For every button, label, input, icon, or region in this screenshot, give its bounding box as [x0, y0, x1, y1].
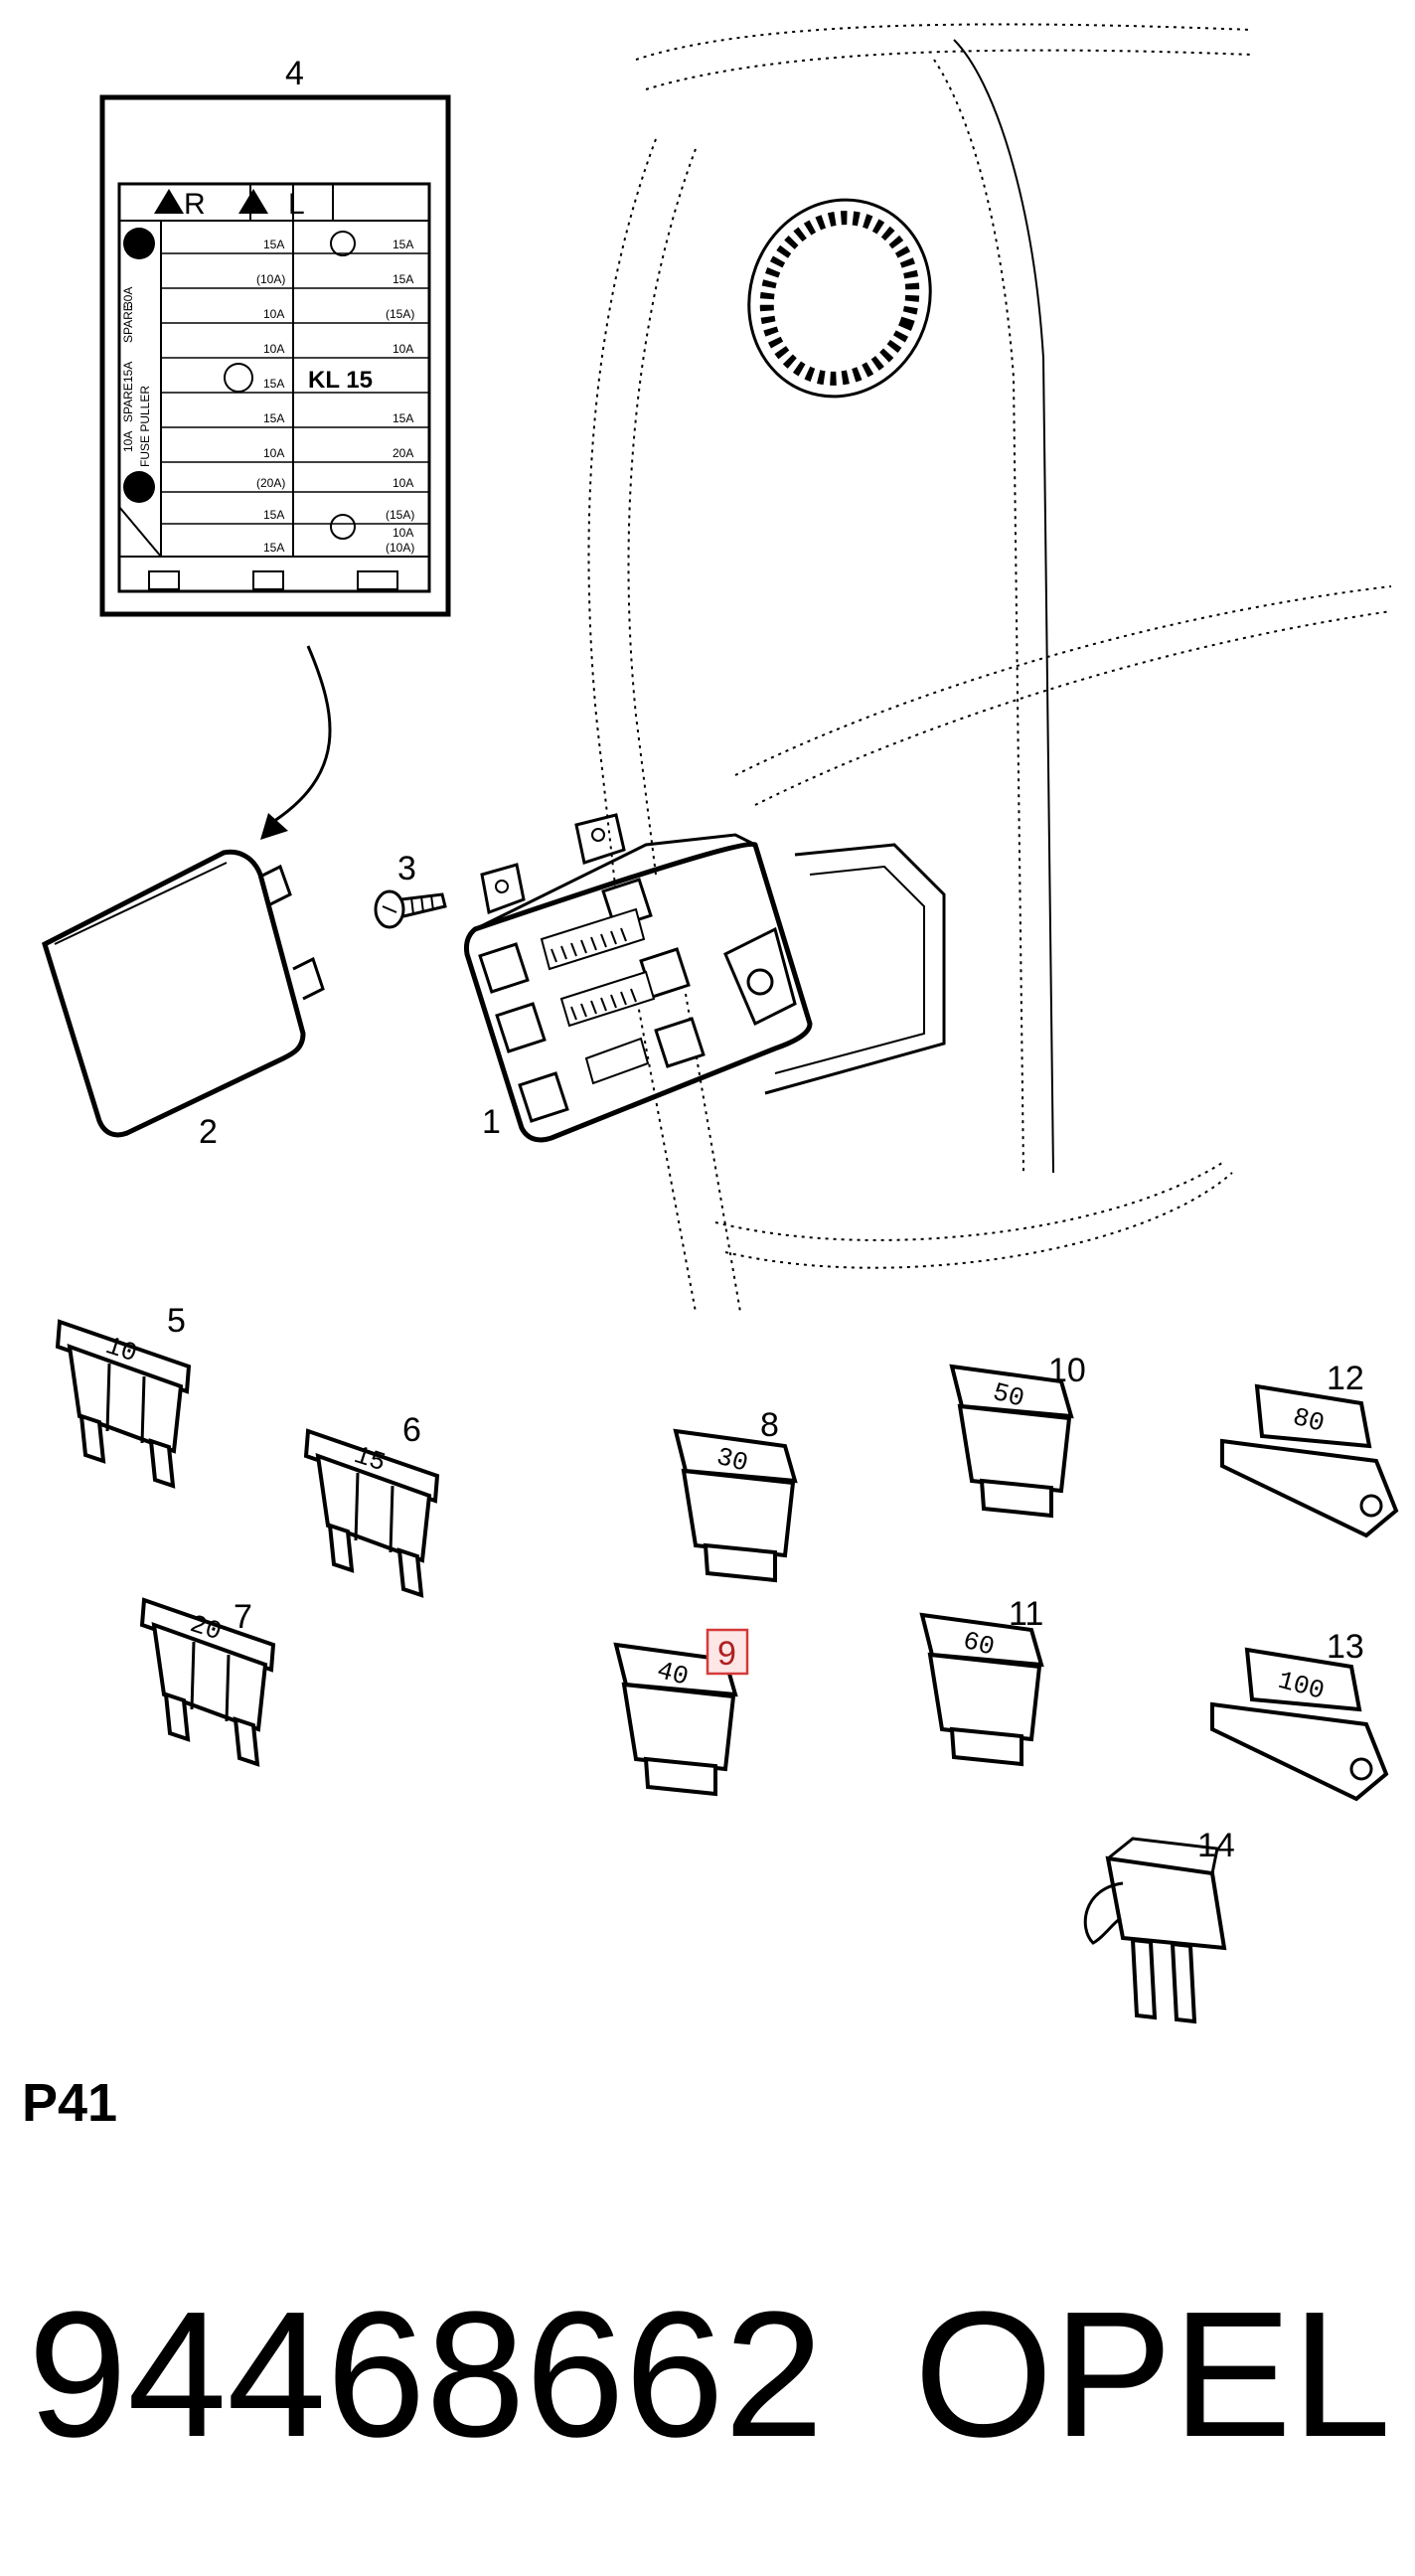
- rating: 15A: [393, 238, 413, 251]
- rating: 10A: [263, 342, 284, 356]
- callout-2: 2: [199, 1113, 218, 1151]
- page-code: P41: [22, 2073, 118, 2133]
- side-label: 15A: [121, 362, 135, 383]
- part-number: 94468662: [28, 2275, 824, 2475]
- chart-ratings: 15A 15A (10A) 15A 10A (15A) 10A 10A 15A …: [256, 238, 414, 555]
- car-body-outline: [587, 23, 1392, 1313]
- cover-icon: [41, 849, 325, 1138]
- maxi-fuse-icon: 60: [919, 1612, 1044, 1767]
- rating: 10A: [393, 476, 413, 490]
- rating: (10A): [386, 541, 414, 555]
- callout-12: 12: [1327, 1360, 1364, 1397]
- maxi-fuse-icon: 50: [949, 1364, 1074, 1519]
- callout-7: 7: [234, 1598, 252, 1636]
- rating: 15A: [393, 411, 413, 425]
- side-label: SPARE: [121, 303, 135, 343]
- screw-icon: [374, 889, 447, 929]
- rating: (15A): [386, 508, 414, 522]
- callout-13: 13: [1327, 1628, 1364, 1666]
- rating: 15A: [263, 238, 284, 251]
- rating: 15A: [263, 411, 284, 425]
- blade-fuse-icon: 10: [55, 1319, 192, 1489]
- rating: 10A: [393, 342, 413, 356]
- maxi-fuse-icon: 100: [1210, 1647, 1389, 1802]
- callout-14: 14: [1197, 1827, 1235, 1864]
- callout-5: 5: [167, 1302, 186, 1340]
- rating: 15A: [393, 272, 413, 286]
- maxi-fuse-icon: 80: [1220, 1383, 1399, 1538]
- rating: 10A: [263, 307, 284, 321]
- maxi-fuse-icon: 40: [613, 1642, 738, 1797]
- rating: 15A: [263, 377, 284, 391]
- chart-kl15: KL 15: [308, 367, 373, 394]
- label-chart-icon: R L KL 15 15A 15A (10A) 15A 10A (15A) 10…: [99, 94, 451, 617]
- side-label: 30A: [121, 287, 135, 308]
- rating: 15A: [263, 508, 284, 522]
- side-label: FUSE PULLER: [138, 386, 152, 467]
- chart-header-l: L: [288, 188, 305, 221]
- rating: 10A: [393, 526, 413, 540]
- side-label: 10A: [121, 431, 135, 452]
- rating: 15A: [263, 541, 284, 555]
- callout-10: 10: [1048, 1352, 1086, 1389]
- blade-fuse-icon: 20: [139, 1597, 276, 1767]
- chart-side-labels: 30A SPARE 15A SPARE FUSE PULLER 10A: [121, 287, 152, 467]
- relay-icon: [1083, 1837, 1227, 2024]
- fuse-box-icon: [464, 813, 813, 1143]
- maxi-fuse-icon: 30: [673, 1428, 798, 1583]
- chart-header-r: R: [184, 188, 206, 221]
- callout-4: 4: [285, 55, 304, 92]
- callout-11: 11: [1009, 1595, 1043, 1633]
- blade-fuse-icon: 15: [303, 1428, 440, 1598]
- brand-name: OPEL: [913, 2275, 1391, 2475]
- rating: 20A: [393, 446, 413, 460]
- callout-8: 8: [760, 1406, 779, 1444]
- callout-9-highlight: [706, 1628, 749, 1676]
- callout-1: 1: [482, 1103, 501, 1141]
- callout-9: 9: [717, 1635, 736, 1673]
- callout-3: 3: [397, 850, 416, 887]
- rating: (20A): [256, 476, 285, 490]
- rating: 10A: [263, 446, 284, 460]
- callout-6: 6: [402, 1411, 421, 1449]
- speaker-grille-icon: [747, 198, 932, 399]
- rating: (15A): [386, 307, 414, 321]
- side-label: SPARE: [121, 383, 135, 422]
- rating: (10A): [256, 272, 285, 286]
